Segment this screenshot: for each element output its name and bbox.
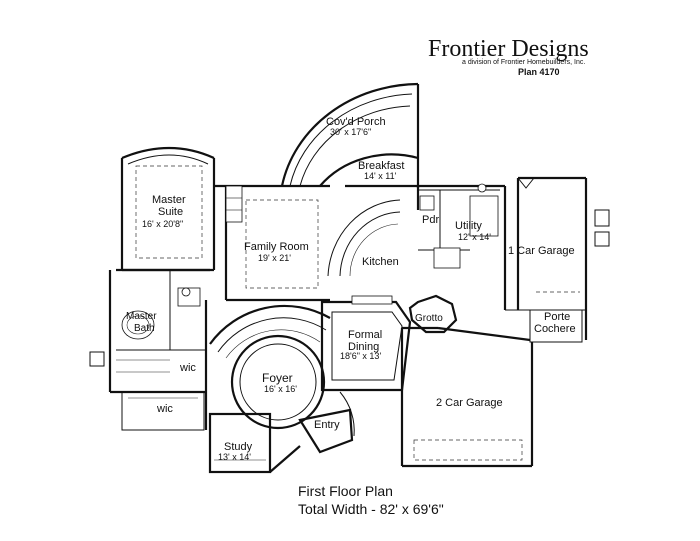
brand-tagline: a division of Frontier Homebuilders, Inc… xyxy=(462,59,585,66)
room-formal-name: Formal xyxy=(348,329,382,341)
room-porch-dims: 30' x 17'6" xyxy=(330,127,371,137)
room-master-suite-name2: Suite xyxy=(158,206,183,218)
room-porch-name: Cov'd Porch xyxy=(326,116,386,128)
walls xyxy=(89,82,610,474)
room-family-dims: 19' x 21' xyxy=(258,253,291,263)
room-entry-name: Entry xyxy=(314,419,340,431)
room-porte-name: Porte xyxy=(544,311,570,323)
room-kitchen-name: Kitchen xyxy=(362,256,399,268)
room-utility-name: Utility xyxy=(455,220,482,232)
plan-title: First Floor Plan xyxy=(298,483,393,499)
room-wic2-name: wic xyxy=(156,403,173,415)
plan-dimensions: Total Width - 82' x 69'6" xyxy=(298,501,444,517)
room-breakfast-dims: 14' x 11' xyxy=(364,171,397,181)
room-study-dims: 13' x 14' xyxy=(218,452,251,462)
brand-name: Frontier Designs xyxy=(428,36,589,62)
room-study-name: Study xyxy=(224,441,253,453)
plan-number: Plan 4170 xyxy=(518,67,560,77)
room-wic1-name: wic xyxy=(179,362,196,374)
room-foyer-name: Foyer xyxy=(262,371,293,385)
room-master-bath-name: Master xyxy=(126,311,157,322)
room-garage1-name: 1 Car Garage xyxy=(508,245,575,257)
room-formal-name2: Dining xyxy=(348,341,379,353)
room-grotto-name: Grotto xyxy=(415,313,443,324)
room-master-suite-dims: 16' x 20'8" xyxy=(142,219,183,229)
room-family-name: Family Room xyxy=(244,241,309,253)
room-labels: Cov'd Porch 30' x 17'6" Breakfast 14' x … xyxy=(126,116,576,462)
room-master-suite-name: Master xyxy=(152,194,186,206)
room-garage2-name: 2 Car Garage xyxy=(436,397,503,409)
room-formal-dims: 18'6" x 13' xyxy=(340,351,381,361)
room-breakfast-name: Breakfast xyxy=(358,160,404,172)
room-foyer-dims: 16' x 16' xyxy=(264,384,297,394)
room-utility-dims: 12' x 14' xyxy=(458,232,491,242)
room-master-bath-name2: Bath xyxy=(134,323,155,334)
room-pdr-name: Pdr xyxy=(422,214,439,226)
room-porte-name2: Cochere xyxy=(534,323,576,335)
